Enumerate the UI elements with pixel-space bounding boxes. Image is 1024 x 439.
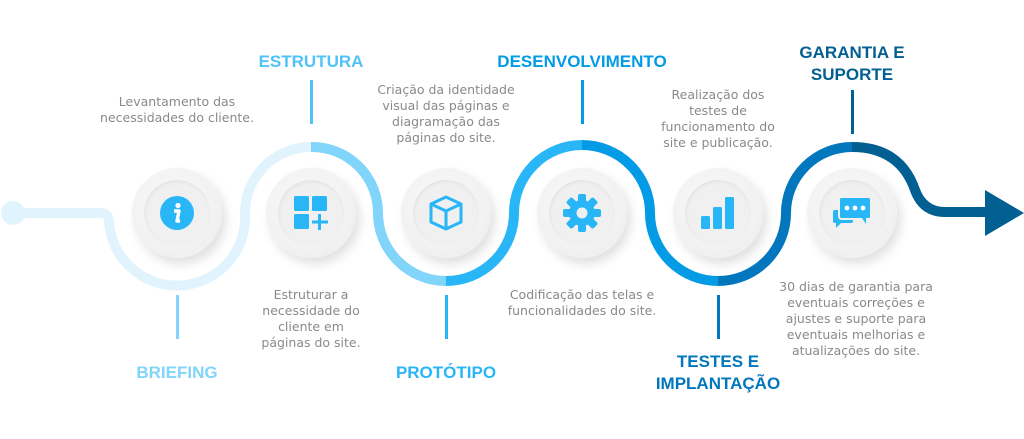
tick-desenvolvimento bbox=[581, 80, 584, 124]
tick-briefing bbox=[176, 295, 179, 339]
cube-icon bbox=[429, 195, 463, 231]
info-icon bbox=[160, 196, 194, 230]
tick-estrutura bbox=[310, 80, 313, 124]
tick-testes bbox=[717, 295, 720, 339]
wave-segment-5 bbox=[717, 142, 853, 286]
step-title-garantia: GARANTIA E SUPORTE bbox=[799, 43, 905, 84]
bar-chart-icon bbox=[701, 197, 734, 229]
step-circle-estrutura bbox=[266, 168, 356, 258]
chat-icon bbox=[833, 196, 872, 228]
step-desc-desenvolvimento: Codificação das telas e funcionalidades … bbox=[507, 287, 657, 318]
step-desc-testes: Realização dos testes de funcionamento d… bbox=[661, 87, 775, 150]
step-title-testes: TESTES E IMPLANTAÇÃO bbox=[655, 352, 781, 393]
wave-segment-1 bbox=[13, 142, 312, 291]
add-grid-icon bbox=[294, 196, 328, 230]
tick-prototipo bbox=[445, 295, 448, 339]
step-title-prototipo: PROTÓTIPO bbox=[395, 363, 497, 382]
wave-segment-4 bbox=[581, 140, 719, 286]
wave-segment-6 bbox=[851, 142, 990, 217]
step-circle-garantia bbox=[807, 168, 897, 258]
wave-segment-2 bbox=[310, 141, 447, 286]
step-title-estrutura: ESTRUTURA bbox=[258, 52, 364, 71]
step-circle-briefing bbox=[132, 168, 222, 258]
gear-icon bbox=[563, 194, 601, 232]
step-desc-briefing: Levantamento das necessidades do cliente… bbox=[100, 94, 254, 125]
step-desc-prototipo: Criação da identidade visual das páginas… bbox=[377, 82, 515, 145]
arrow-head-icon bbox=[985, 190, 1024, 236]
step-title-desenvolvimento: DESENVOLVIMENTO bbox=[497, 52, 667, 71]
wave-segment-3 bbox=[445, 140, 583, 286]
step-desc-garantia: 30 dias de garantia para eventuais corre… bbox=[779, 279, 933, 358]
step-circle-prototipo bbox=[401, 168, 491, 258]
step-circle-testes bbox=[673, 168, 763, 258]
tick-garantia bbox=[851, 90, 854, 134]
step-title-briefing: BRIEFING bbox=[136, 363, 218, 382]
step-circle-desenvolvimento bbox=[537, 168, 627, 258]
step-desc-estrutura: Estruturar a necessidade do cliente em p… bbox=[261, 287, 361, 350]
